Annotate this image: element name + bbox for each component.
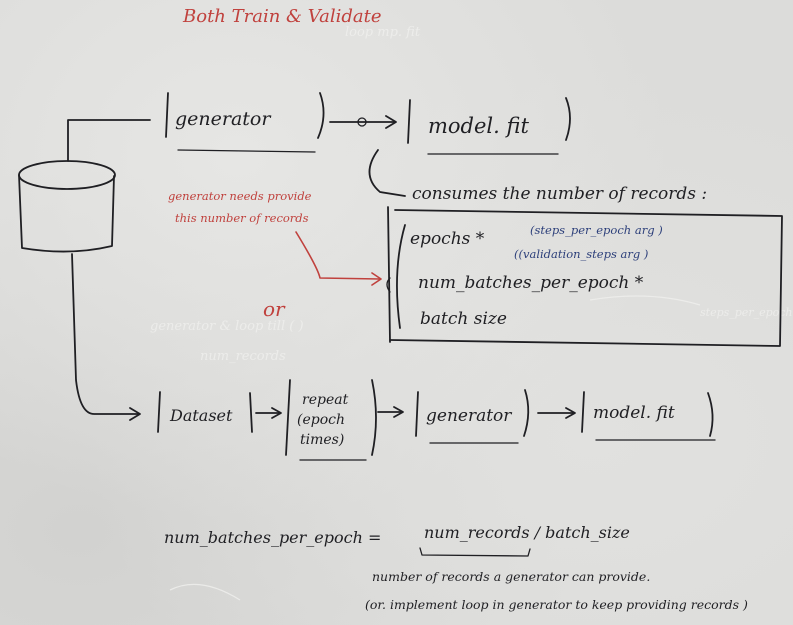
repeat-label-1: repeat <box>302 392 349 408</box>
ghost-text-2: generator & loop till ( ) <box>150 319 304 334</box>
repeat-box: repeat (epoch times) <box>285 379 377 461</box>
dataset-box: Dataset <box>157 391 253 433</box>
red-note-line-2: this number of records <box>175 211 309 225</box>
ghost-marks: loop mp. fit generator & loop till ( ) n… <box>150 25 793 601</box>
red-or-label: or <box>263 297 286 321</box>
ghost-stroke <box>169 583 241 601</box>
bottom-model-fit-box: model. fit <box>581 391 716 441</box>
arrowhead <box>129 407 141 421</box>
red-note-line-1: generator needs provide <box>168 189 312 203</box>
footnote-line-1: number of records a generator can provid… <box>372 569 650 584</box>
equation-bracket <box>419 547 531 557</box>
red-arrow <box>295 231 381 280</box>
arrow-loop-mark <box>357 117 367 127</box>
footnote-line-2: (or. implement loop in generator to keep… <box>365 597 748 612</box>
ghost-stroke <box>589 295 701 306</box>
blue-note-steps: (steps_per_epoch arg ) <box>530 223 663 237</box>
top-generator-label: generator <box>175 108 272 130</box>
equation-rhs: num_records / batch_size <box>424 523 630 542</box>
param-epochs: epochs * <box>410 229 485 249</box>
ghost-text-1: loop mp. fit <box>345 25 421 40</box>
connector-to-dataset <box>71 253 139 415</box>
repeat-label-2: (epoch <box>297 412 345 428</box>
ghost-text-3: num_records <box>200 349 286 364</box>
bottom-model-fit-label: model. fit <box>593 403 675 423</box>
param-num-batches: num_batches_per_epoch * <box>418 273 644 293</box>
connector-consumes <box>368 149 406 197</box>
dataset-label: Dataset <box>169 406 233 425</box>
database-cylinder-icon <box>18 160 116 253</box>
top-generator-box: generator <box>165 92 325 153</box>
equation-lhs: num_batches_per_epoch = <box>164 528 381 547</box>
board-title: Both Train & Validate <box>182 6 382 27</box>
arrowhead <box>393 406 404 418</box>
param-batch-size: batch size <box>420 309 507 329</box>
repeat-label-3: times) <box>300 432 344 448</box>
ghost-text-4: steps_per_epoch <box>700 306 793 319</box>
bottom-generator-label: generator <box>426 406 512 426</box>
parameter-block: epochs * num_batches_per_epoch * batch s… <box>386 206 783 347</box>
top-model-fit-label: model. fit <box>428 114 530 138</box>
connector-to-generator <box>67 119 151 162</box>
consumes-label: consumes the number of records : <box>412 184 707 204</box>
blue-note-validation: ((validation_steps arg ) <box>514 247 648 261</box>
arrowhead <box>271 407 282 419</box>
red-arrowhead <box>371 272 382 286</box>
top-model-fit-box: model. fit <box>407 97 571 155</box>
arrowhead <box>385 115 397 129</box>
bottom-generator-box: generator <box>415 389 530 444</box>
arrowhead <box>565 407 576 419</box>
